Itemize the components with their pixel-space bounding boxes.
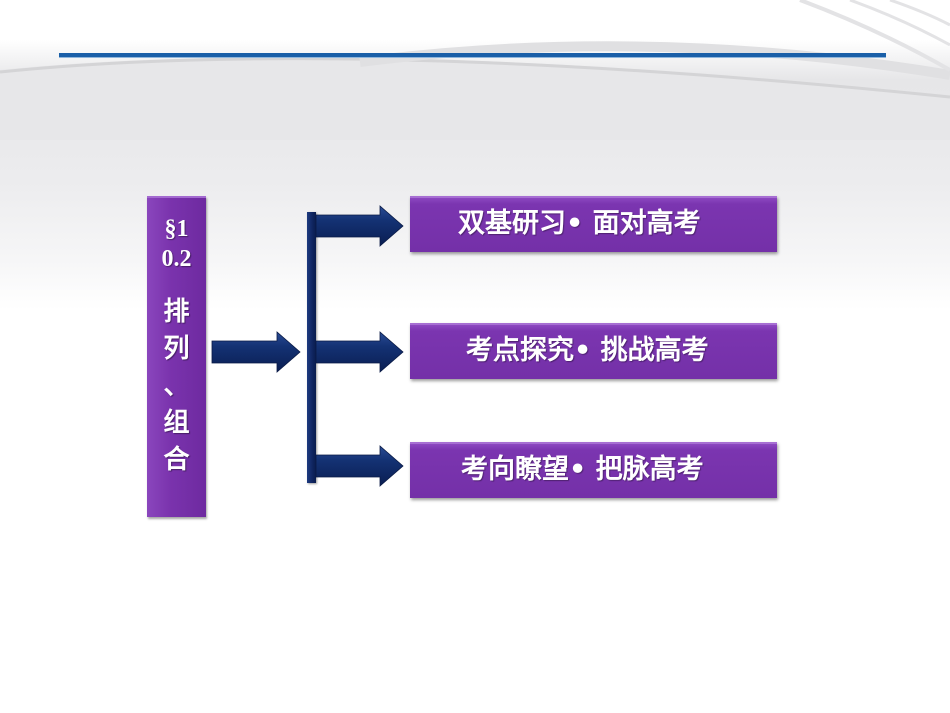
section-title-char: 排 (163, 297, 190, 327)
branch-arrow-2 (315, 331, 404, 373)
section-title-char: 合 (163, 445, 190, 475)
header-rule (59, 53, 886, 57)
section-number: §1 0.2 (147, 214, 206, 274)
section-title: 排 列 、 组 合 (147, 294, 206, 479)
section-title-char: 组 (163, 408, 190, 438)
section-title-char: 列 (163, 334, 190, 364)
main-arrow (211, 331, 301, 373)
section-number-line2: 0.2 (161, 246, 192, 272)
section-title-box: §1 0.2 排 列 、 组 合 (147, 196, 206, 517)
section-title-char: 、 (163, 371, 190, 401)
branch-arrow-1 (315, 205, 404, 247)
section-number-line1: §1 (164, 216, 189, 242)
bracket-bar (307, 212, 316, 483)
node-label: 双基研习• 面对高考 (458, 208, 701, 239)
node-basics-study[interactable]: 双基研习• 面对高考 (410, 196, 777, 252)
branch-arrow-3 (315, 445, 404, 487)
node-label: 考点探究• 挑战高考 (466, 335, 709, 366)
node-exam-outlook[interactable]: 考向瞭望• 把脉高考 (410, 442, 777, 498)
node-label: 考向瞭望• 把脉高考 (461, 454, 704, 485)
node-key-points[interactable]: 考点探究• 挑战高考 (410, 323, 777, 379)
background-swoosh (0, 0, 950, 140)
